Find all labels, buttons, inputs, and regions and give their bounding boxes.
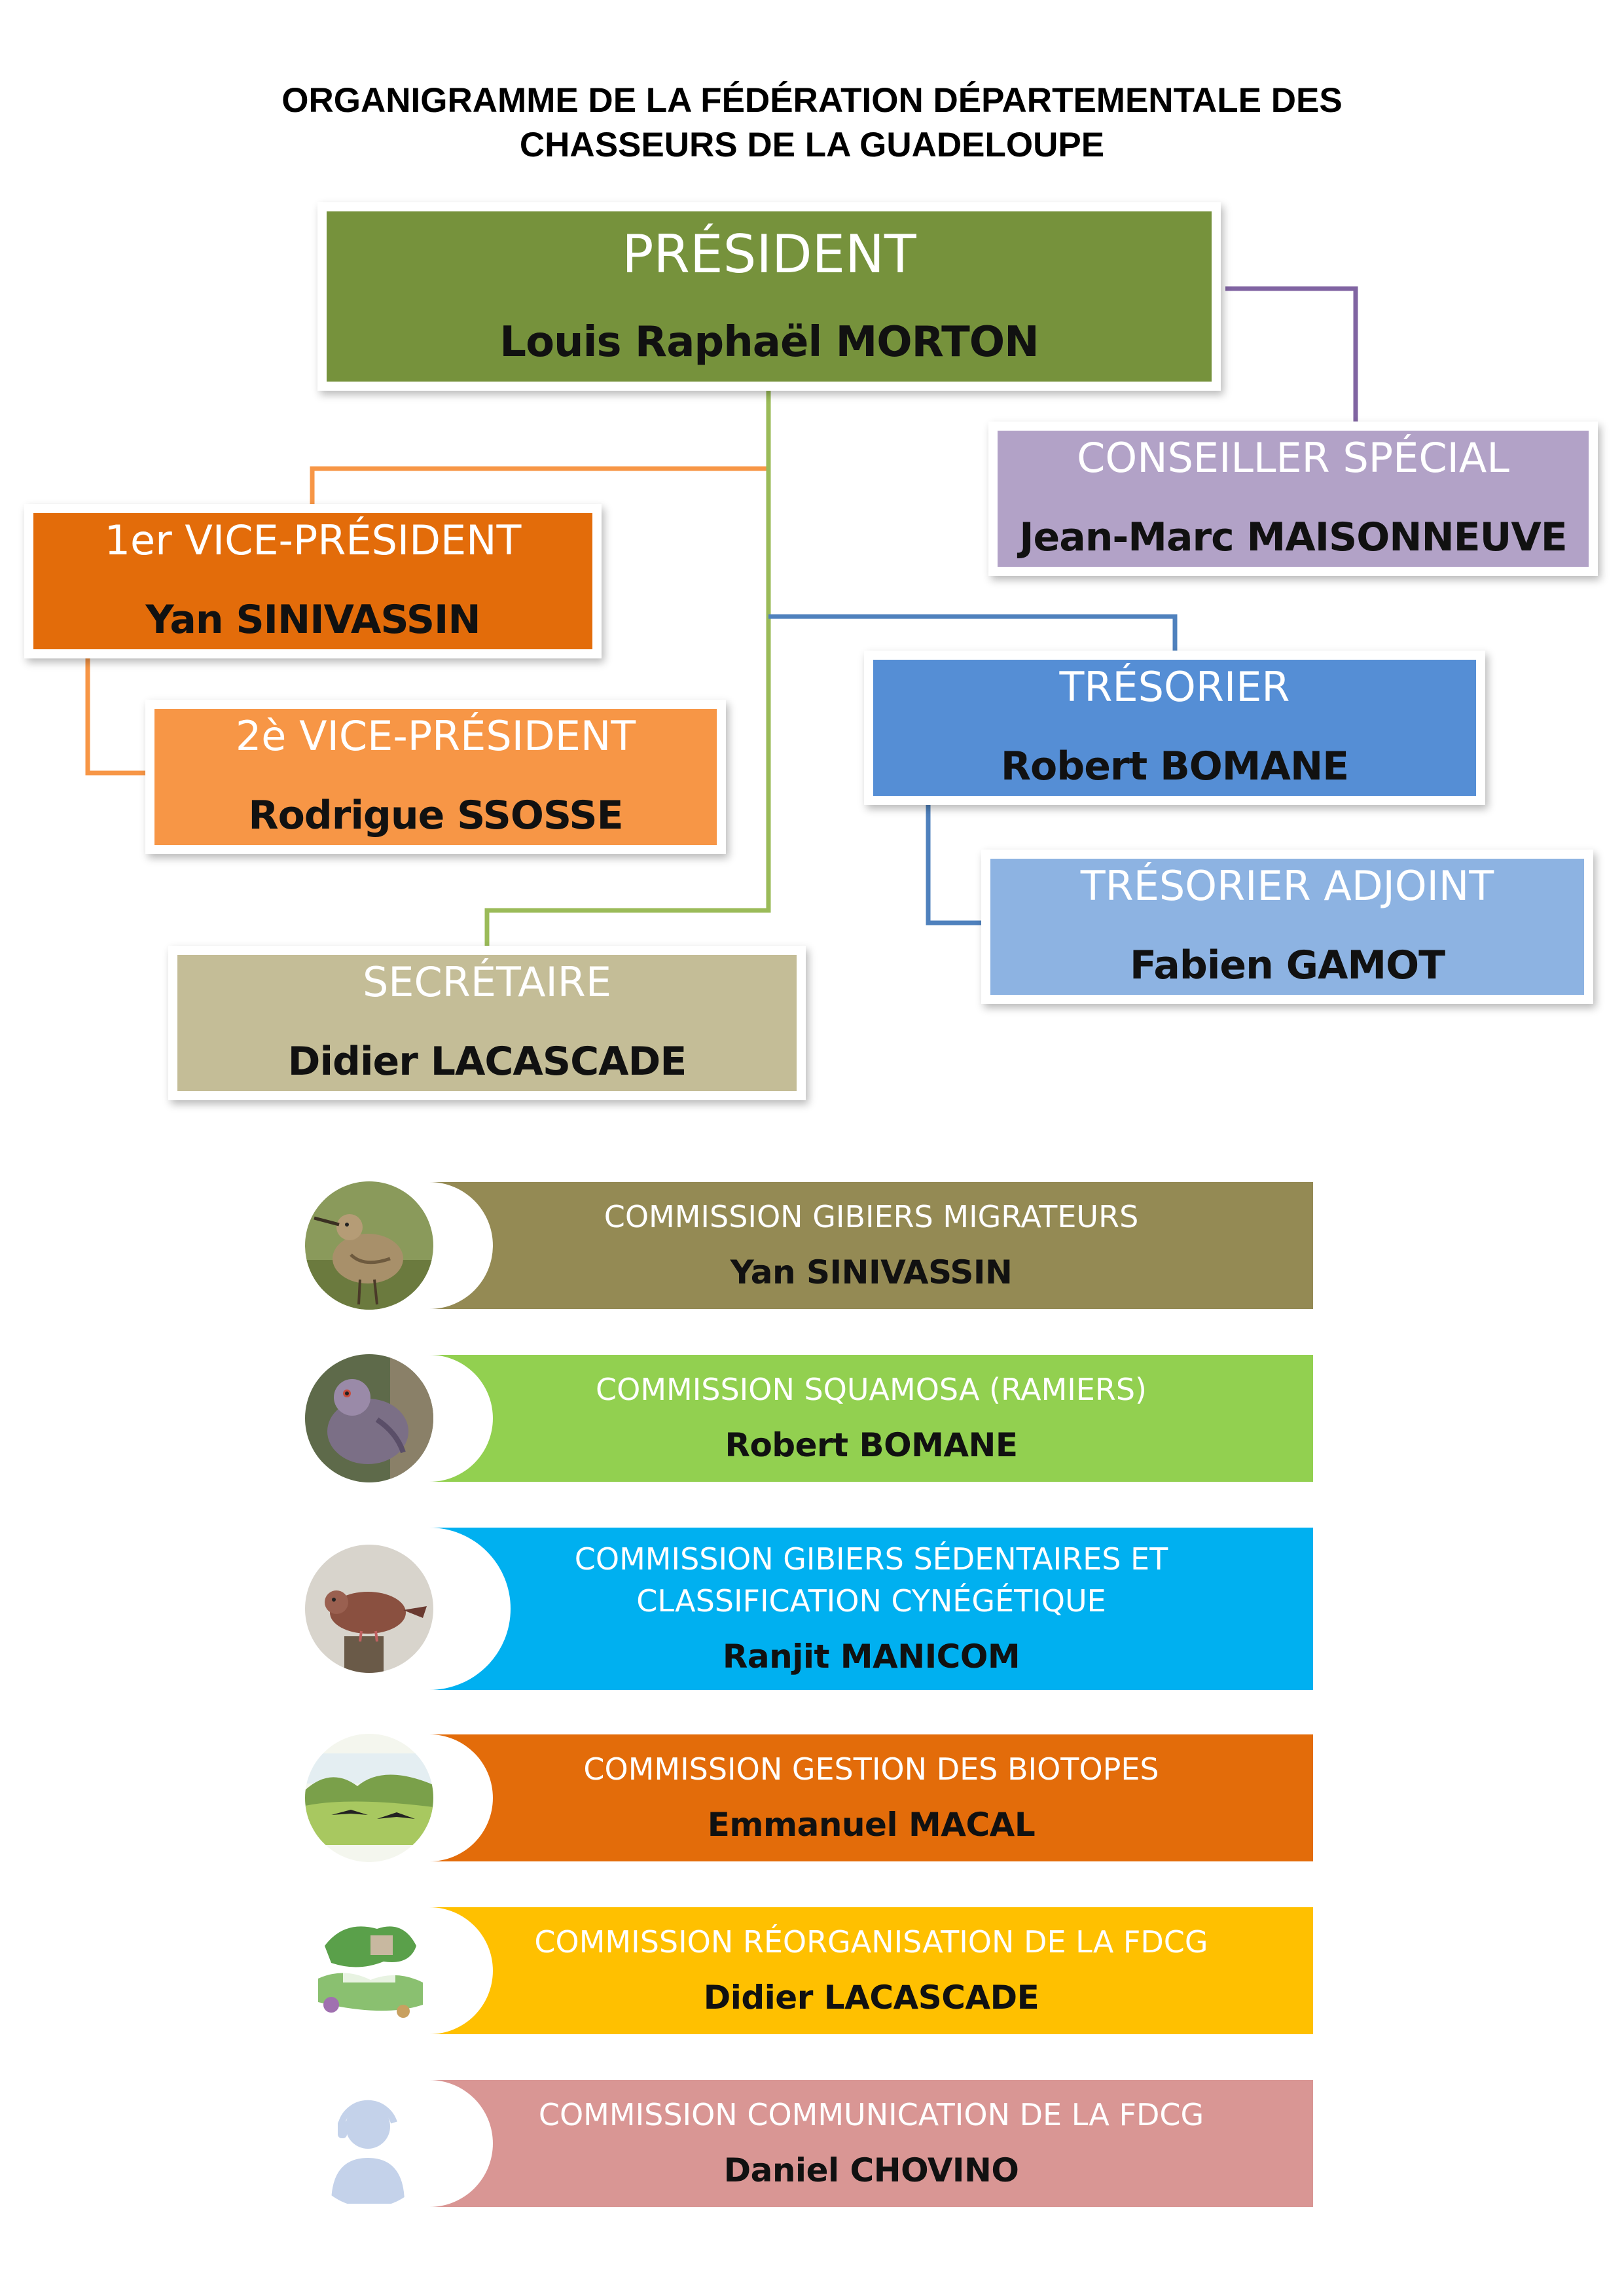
commission-title: COMMISSION GESTION DES BIOTOPES <box>583 1748 1159 1790</box>
vice-president-1-title: 1er VICE-PRÉSIDENT <box>104 516 522 564</box>
commission-title: COMMISSION GIBIERS MIGRATEURS <box>604 1196 1139 1238</box>
commission-title-line: CLASSIFICATION CYNÉGÉTIQUE <box>636 1583 1106 1619</box>
special-advisor-box: CONSEILLER SPÉCIAL Jean-Marc MAISONNEUVE <box>988 422 1598 576</box>
commission-title-line: COMMISSION GESTION DES BIOTOPES <box>583 1751 1159 1787</box>
vice-president-1-person: Yan SINIVASSIN <box>145 597 480 643</box>
special-advisor-person: Jean-Marc MAISONNEUVE <box>1019 514 1568 560</box>
commission-person: Daniel CHOVINO <box>723 2151 1019 2189</box>
treasurer-title: TRÉSORIER <box>1059 663 1290 711</box>
commission-title-line: COMMISSION SQUAMOSA (RAMIERS) <box>596 1372 1147 1407</box>
treasurer-person: Robert BOMANE <box>1000 744 1349 789</box>
commission-sedentary-game: COMMISSION GIBIERS SÉDENTAIRES ET CLASSIF… <box>305 1528 1313 1690</box>
president-box: PRÉSIDENT Louis Raphaël MORTON <box>317 202 1221 391</box>
federation-logo-icon <box>305 1907 433 2035</box>
connector-vp1-vp2 <box>85 655 145 776</box>
commission-biotopes: COMMISSION GESTION DES BIOTOPES Emmanuel… <box>305 1734 1313 1862</box>
page-title-line-1: ORGANIGRAMME DE LA FÉDÉRATION DÉPARTEMEN… <box>281 81 1343 120</box>
connector-president-vp1 <box>310 391 771 504</box>
commission-title: COMMISSION SQUAMOSA (RAMIERS) <box>596 1369 1147 1410</box>
assistant-treasurer-person: Fabien GAMOT <box>1129 942 1445 988</box>
commission-band <box>429 2080 1313 2207</box>
commission-squamosa: COMMISSION SQUAMOSA (RAMIERS) Robert BOM… <box>305 1354 1313 1482</box>
secretary-person: Didier LACASCADE <box>287 1039 687 1085</box>
president-person: Louis Raphaël MORTON <box>499 318 1039 367</box>
commission-band <box>429 1734 1313 1861</box>
connector-treasurer-assistant <box>926 800 986 925</box>
vice-president-1-box: 1er VICE-PRÉSIDENT Yan SINIVASSIN <box>24 504 602 658</box>
commission-person: Robert BOMANE <box>725 1426 1018 1464</box>
commission-person: Yan SINIVASSIN <box>730 1253 1013 1291</box>
commission-band <box>429 1907 1313 2034</box>
page-title: ORGANIGRAMME DE LA FÉDÉRATION DÉPARTEMEN… <box>0 79 1624 168</box>
connector-president-treasurer <box>768 614 1178 651</box>
vice-president-2-box: 2è VICE-PRÉSIDENT Rodrigue SSOSSE <box>145 700 726 854</box>
landscape-illustration-icon <box>305 1734 433 1862</box>
org-connectors <box>85 286 1358 946</box>
treasurer-box: TRÉSORIER Robert BOMANE <box>864 651 1485 805</box>
commission-title: COMMISSION RÉORGANISATION DE LA FDCG <box>534 1921 1208 1963</box>
pigeon-photo-icon <box>305 1354 433 1482</box>
commission-title-line: COMMISSION COMMUNICATION DE LA FDCG <box>538 2097 1204 2132</box>
vice-president-2-person: Rodrigue SSOSSE <box>248 793 623 838</box>
commission-title: COMMISSION GIBIERS SÉDENTAIRES ET CLASSIF… <box>575 1538 1168 1622</box>
commission-person: Didier LACASCADE <box>703 1979 1039 2017</box>
commission-person: Ranjit MANICOM <box>722 1638 1020 1676</box>
vice-president-2-title: 2è VICE-PRÉSIDENT <box>235 712 636 760</box>
commission-communication: COMMISSION COMMUNICATION DE LA FDCG Dani… <box>305 2079 1313 2208</box>
commission-band <box>429 1355 1313 1482</box>
connector-president-advisor <box>1225 286 1358 422</box>
commission-reorganisation: COMMISSION RÉORGANISATION DE LA FDCG Did… <box>305 1907 1313 2035</box>
commission-person: Emmanuel MACAL <box>707 1806 1036 1844</box>
commission-band <box>429 1528 1313 1690</box>
commission-title: COMMISSION COMMUNICATION DE LA FDCG <box>539 2094 1204 2136</box>
headset-person-icon <box>305 2079 433 2208</box>
commission-title-line: COMMISSION RÉORGANISATION DE LA FDCG <box>534 1924 1208 1960</box>
assistant-treasurer-box: TRÉSORIER ADJOINT Fabien GAMOT <box>981 850 1593 1004</box>
president-title: PRÉSIDENT <box>622 224 916 285</box>
commission-band <box>429 1182 1313 1309</box>
special-advisor-title: CONSEILLER SPÉCIAL <box>1077 434 1509 482</box>
connector-president-secretary <box>484 391 771 946</box>
assistant-treasurer-title: TRÉSORIER ADJOINT <box>1080 862 1494 910</box>
secretary-box: SECRÉTAIRE Didier LACASCADE <box>168 946 806 1100</box>
secretary-title: SECRÉTAIRE <box>362 958 612 1006</box>
commission-title-line: COMMISSION GIBIERS SÉDENTAIRES ET <box>574 1541 1168 1577</box>
commission-migratory-game: COMMISSION GIBIERS MIGRATEURS Yan SINIVA… <box>305 1181 1313 1310</box>
commission-title-line: COMMISSION GIBIERS MIGRATEURS <box>604 1199 1139 1234</box>
page-title-line-2: CHASSEURS DE LA GUADELOUPE <box>519 126 1105 164</box>
dove-photo-icon <box>305 1545 433 1673</box>
shorebird-photo-icon <box>305 1181 433 1310</box>
